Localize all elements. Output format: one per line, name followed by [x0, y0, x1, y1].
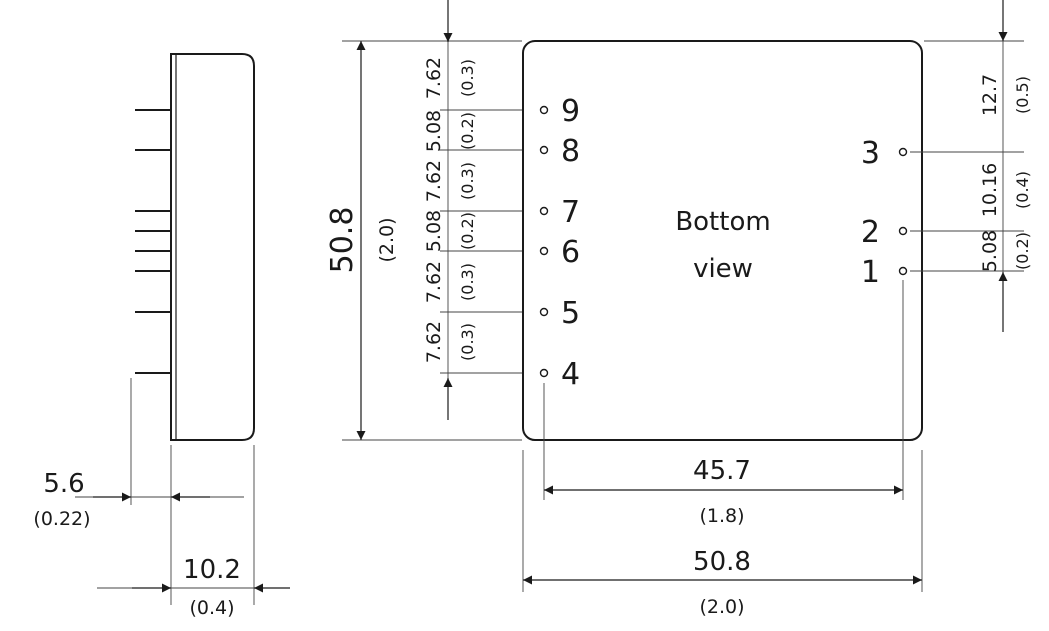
bottom-view-label-line1: Bottom	[675, 207, 770, 237]
left-pitch-4-in: (0.2)	[458, 212, 477, 250]
pin-label-6: 6	[561, 235, 580, 270]
side-view: 5.6 (0.22) 10.2 (0.4)	[33, 53, 290, 619]
left-pitch-1-mm: 7.62	[423, 57, 445, 99]
pin-label-4: 4	[561, 357, 580, 392]
left-pitch-chain: 7.62 (0.3) 5.08 (0.2) 7.62 (0.3) 5.08 (0…	[423, 0, 538, 420]
left-pitch-6-mm: 7.62	[423, 321, 445, 363]
left-pitch-2-in: (0.2)	[458, 112, 477, 150]
left-pin-holes	[539, 105, 549, 378]
left-pitch-3-mm: 7.62	[423, 160, 445, 202]
body-height-mm: 50.8	[325, 207, 360, 274]
left-pitch-5-in: (0.3)	[458, 263, 477, 301]
left-pitch-5-mm: 7.62	[423, 261, 445, 303]
pin-label-3: 3	[861, 136, 880, 171]
right-pitch-3-in: (0.2)	[1013, 232, 1032, 270]
right-pitch-chain: 12.7 (0.5) 10.16 (0.4) 5.08 (0.2)	[910, 0, 1032, 332]
body-width-mm: 50.8	[693, 547, 751, 577]
pin-label-2: 2	[861, 215, 880, 250]
left-pitch-4-mm: 5.08	[423, 210, 445, 252]
pin-offset-in: (0.22)	[33, 508, 90, 530]
pin-span-width-mm: 45.7	[693, 456, 751, 486]
body-height-in: (2.0)	[376, 217, 398, 262]
pin-label-9: 9	[561, 94, 580, 129]
body-width-in: (2.0)	[699, 596, 744, 618]
pin-label-5: 5	[561, 296, 580, 331]
pin-offset-mm: 5.6	[43, 469, 84, 499]
left-pitch-6-in: (0.3)	[458, 323, 477, 361]
left-pitch-3-in: (0.3)	[458, 162, 477, 200]
right-pitch-3-mm: 5.08	[979, 230, 1001, 272]
right-pitch-2-mm: 10.16	[979, 163, 1001, 217]
right-pitch-1-mm: 12.7	[979, 74, 1001, 116]
pin-label-1: 1	[861, 255, 880, 290]
right-pitch-1-in: (0.5)	[1013, 76, 1032, 114]
pin-label-7: 7	[561, 195, 580, 230]
left-pitch-2-mm: 5.08	[423, 110, 445, 152]
left-pitch-1-in: (0.3)	[458, 59, 477, 97]
width-dimensions: 45.7 (1.8) 50.8 (2.0)	[522, 280, 923, 618]
pin-label-8: 8	[561, 134, 580, 169]
right-pitch-2-in: (0.4)	[1013, 171, 1032, 209]
bottom-view-label-line2: view	[693, 254, 753, 284]
depth-mm: 10.2	[183, 555, 241, 585]
side-view-pins	[135, 109, 171, 374]
bottom-view: Bottom view 9 8 7 6 5 4 3 2 1	[522, 40, 923, 441]
bottom-view-body	[522, 40, 923, 441]
right-pin-holes	[898, 147, 908, 276]
depth-in: (0.4)	[189, 597, 234, 619]
pin-span-width-in: (1.8)	[699, 505, 744, 527]
side-view-body	[170, 53, 255, 441]
body-height-dimension: 50.8 (2.0)	[325, 40, 522, 441]
